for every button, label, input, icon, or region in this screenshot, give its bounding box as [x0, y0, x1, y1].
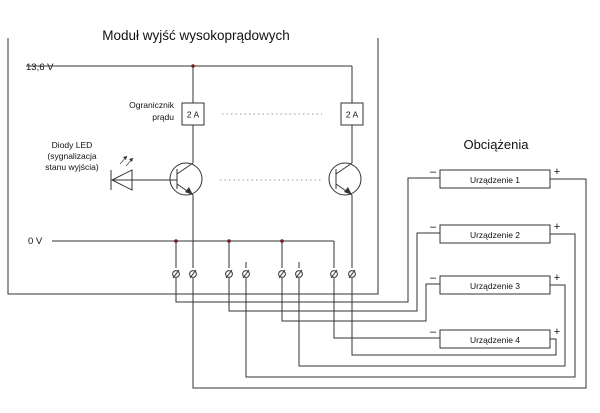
device-2-plus: +	[554, 221, 560, 233]
device-4-label: Urządzenie 4	[470, 335, 520, 345]
terminal	[189, 269, 197, 279]
device-1-plus: +	[554, 166, 560, 178]
device-3-plus: +	[554, 272, 560, 284]
transistor-1	[169, 125, 203, 268]
fuse-1: 2 A	[181, 102, 205, 126]
ground-rail-0v: 0 V	[28, 236, 335, 268]
limiter-label-2: prądu	[152, 112, 174, 122]
rail-top-label: 13,6 V	[26, 62, 54, 73]
transistor-2	[328, 125, 362, 268]
rail-bottom-label: 0 V	[28, 236, 43, 247]
output-wiring	[175, 177, 587, 389]
supply-rail-13v6: 13,6 V	[26, 62, 353, 103]
terminal	[225, 269, 233, 279]
fuse-2-label: 2 A	[346, 110, 359, 120]
device-1: Urządzenie 1 – +	[430, 166, 560, 189]
device-1-label: Urządzenie 1	[470, 175, 520, 185]
terminal	[348, 269, 356, 279]
led-label-3: stanu wyjścia)	[45, 162, 99, 172]
led-indicator	[110, 155, 177, 191]
fuse-1-label: 2 A	[187, 110, 200, 120]
led-label-2: (sygnalizacja	[47, 151, 96, 161]
device-2: Urządzenie 2 – +	[430, 221, 560, 244]
device-4: Urządzenie 4 – +	[430, 326, 560, 349]
terminal	[172, 269, 180, 279]
terminal	[242, 269, 250, 279]
terminal	[330, 269, 338, 279]
terminal	[278, 269, 286, 279]
loads-title: Obciążenia	[463, 137, 529, 152]
fuse-2: 2 A	[340, 102, 364, 126]
terminal	[295, 269, 303, 279]
led-label-1: Diody LED	[52, 140, 93, 150]
device-2-label: Urządzenie 2	[470, 230, 520, 240]
device-3-label: Urządzenie 3	[470, 281, 520, 291]
device-3-minus: –	[430, 272, 437, 284]
device-4-plus: +	[554, 326, 560, 338]
terminal-block	[172, 269, 356, 279]
module-title: Moduł wyjść wysokoprądowych	[102, 28, 290, 43]
device-1-minus: –	[430, 166, 437, 178]
device-2-minus: –	[430, 221, 437, 233]
device-3: Urządzenie 3 – +	[430, 272, 560, 295]
limiter-label-1: Ogranicznik	[129, 100, 175, 110]
device-4-minus: –	[430, 326, 437, 338]
